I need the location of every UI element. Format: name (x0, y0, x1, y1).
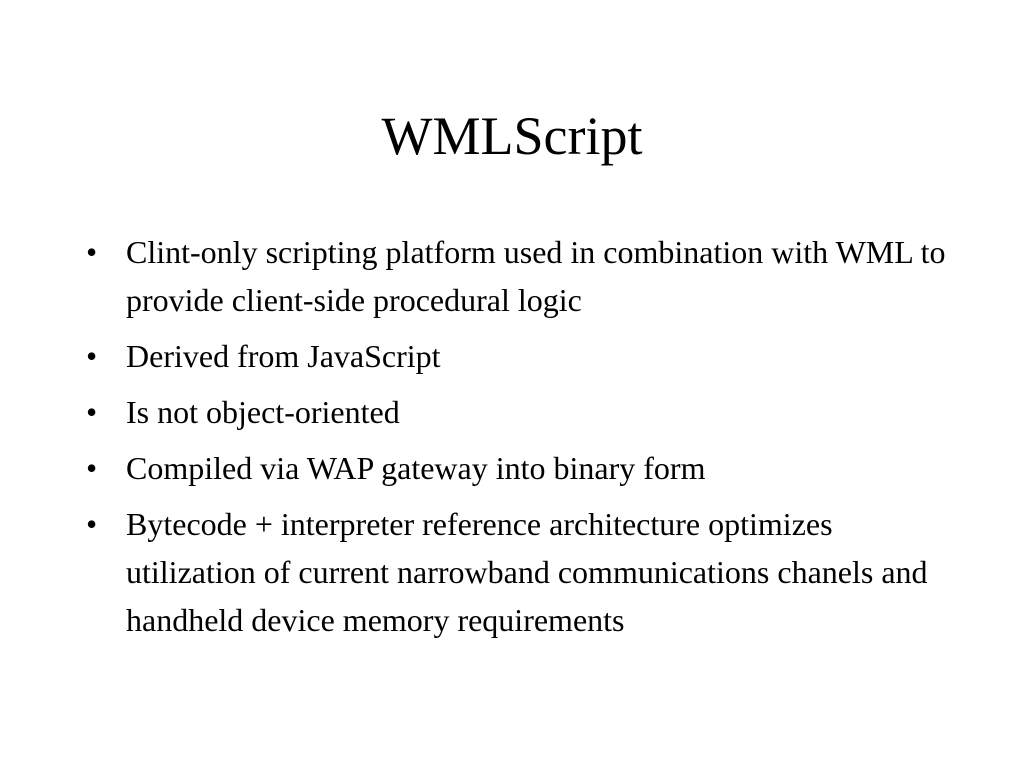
bullet-text: Bytecode + interpreter reference archite… (126, 506, 928, 638)
bullet-item: • Derived from JavaScript (86, 332, 946, 380)
bullet-list: • Clint-only scripting platform used in … (86, 228, 946, 652)
bullet-icon: • (86, 338, 98, 374)
bullet-item: • Clint-only scripting platform used in … (86, 228, 946, 324)
bullet-icon: • (86, 506, 98, 542)
bullet-item: • Compiled via WAP gateway into binary f… (86, 444, 946, 492)
slide-title: WMLScript (381, 106, 643, 166)
bullet-text: Compiled via WAP gateway into binary for… (126, 450, 706, 486)
bullet-text: Derived from JavaScript (126, 338, 441, 374)
bullet-item: • Bytecode + interpreter reference archi… (86, 500, 946, 644)
bullet-item: • Is not object-oriented (86, 388, 946, 436)
bullet-icon: • (86, 450, 98, 486)
bullet-icon: • (86, 394, 98, 430)
bullet-icon: • (86, 234, 98, 270)
bullet-text: Clint-only scripting platform used in co… (126, 234, 946, 318)
bullet-text: Is not object-oriented (126, 394, 400, 430)
